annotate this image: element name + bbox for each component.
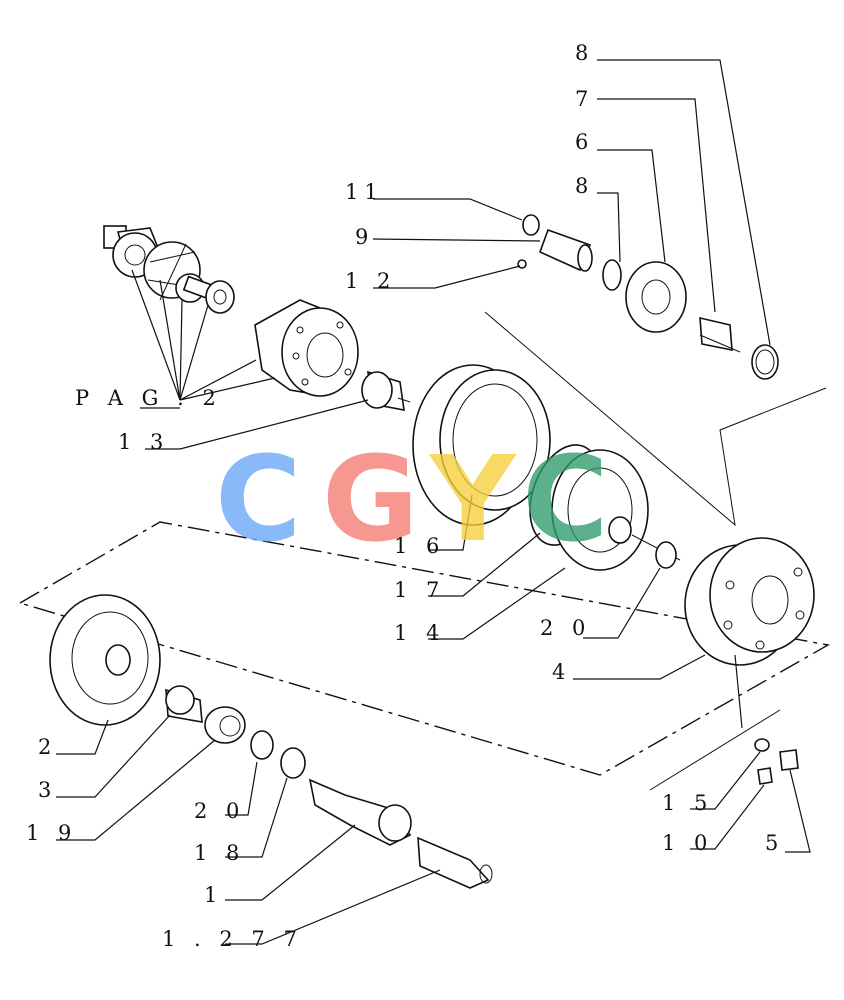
bushing-7 xyxy=(699,316,733,351)
label-16: 1 6 xyxy=(394,534,445,558)
bearing-housing xyxy=(254,299,359,397)
label-9: 9 xyxy=(355,225,374,249)
label-11: 11 xyxy=(345,180,384,204)
ring-gear-16 xyxy=(412,364,551,526)
label-2: 2 xyxy=(38,735,57,759)
guide-line-lower xyxy=(649,709,781,791)
watermark-letter-g: G xyxy=(322,430,419,568)
label-6: 6 xyxy=(575,130,594,154)
label-19: 1 9 xyxy=(26,821,77,845)
label-5: 5 xyxy=(765,831,784,855)
label-1-277: 1 . 2 7 7 xyxy=(162,927,303,951)
watermark: C G Y C xyxy=(215,430,609,568)
differential-assembly xyxy=(103,225,235,314)
planet-carrier-14 xyxy=(551,449,681,571)
label-17: 1 7 xyxy=(394,578,445,602)
grub-screw-10 xyxy=(757,767,773,785)
dash-dot-frame xyxy=(18,521,831,776)
label-pag-2: P A G . 2 xyxy=(75,386,222,410)
washer-15 xyxy=(754,738,770,752)
part-labels: 8 7 6 8 11 9 1 2 P A G . 2 1 3 1 6 1 7 1… xyxy=(26,41,784,951)
watermark-letter-c1: C xyxy=(215,430,302,568)
label-10: 1 0 xyxy=(662,831,713,855)
bearing-19 xyxy=(204,706,246,744)
circlip-11 xyxy=(522,214,540,236)
label-18: 1 8 xyxy=(194,841,245,865)
planet-carrier-4 xyxy=(684,537,815,666)
watermark-letter-c2: C xyxy=(522,430,609,568)
label-1: 1 xyxy=(204,883,223,907)
label-8-mid: 8 xyxy=(575,174,594,198)
gear-6 xyxy=(625,261,687,333)
bushing-3 xyxy=(165,685,203,723)
washer-8-small xyxy=(602,259,622,291)
label-14: 1 4 xyxy=(394,621,445,645)
guide-line-upper xyxy=(484,311,827,527)
top-right-parts xyxy=(517,214,779,380)
circlip-20-lower xyxy=(250,730,274,760)
shaft-1 xyxy=(308,778,493,889)
leader-lines xyxy=(56,59,811,945)
gear-2 xyxy=(49,594,161,726)
label-15: 1 5 xyxy=(662,791,713,815)
label-3: 3 xyxy=(38,778,57,802)
bolt-5 xyxy=(779,749,799,771)
snap-ring-18 xyxy=(280,747,306,779)
fasteners xyxy=(754,738,799,785)
label-20-lower: 2 0 xyxy=(194,799,245,823)
label-8-top: 8 xyxy=(575,41,594,65)
label-20-upper: 2 0 xyxy=(540,616,591,640)
bushing-13 xyxy=(361,370,411,411)
watermark-letter-y: Y xyxy=(428,430,517,568)
circlip-20-upper xyxy=(655,541,677,569)
label-12: 1 2 xyxy=(345,269,396,293)
label-13: 1 3 xyxy=(118,430,169,454)
label-7: 7 xyxy=(575,87,594,111)
label-4: 4 xyxy=(552,660,571,684)
